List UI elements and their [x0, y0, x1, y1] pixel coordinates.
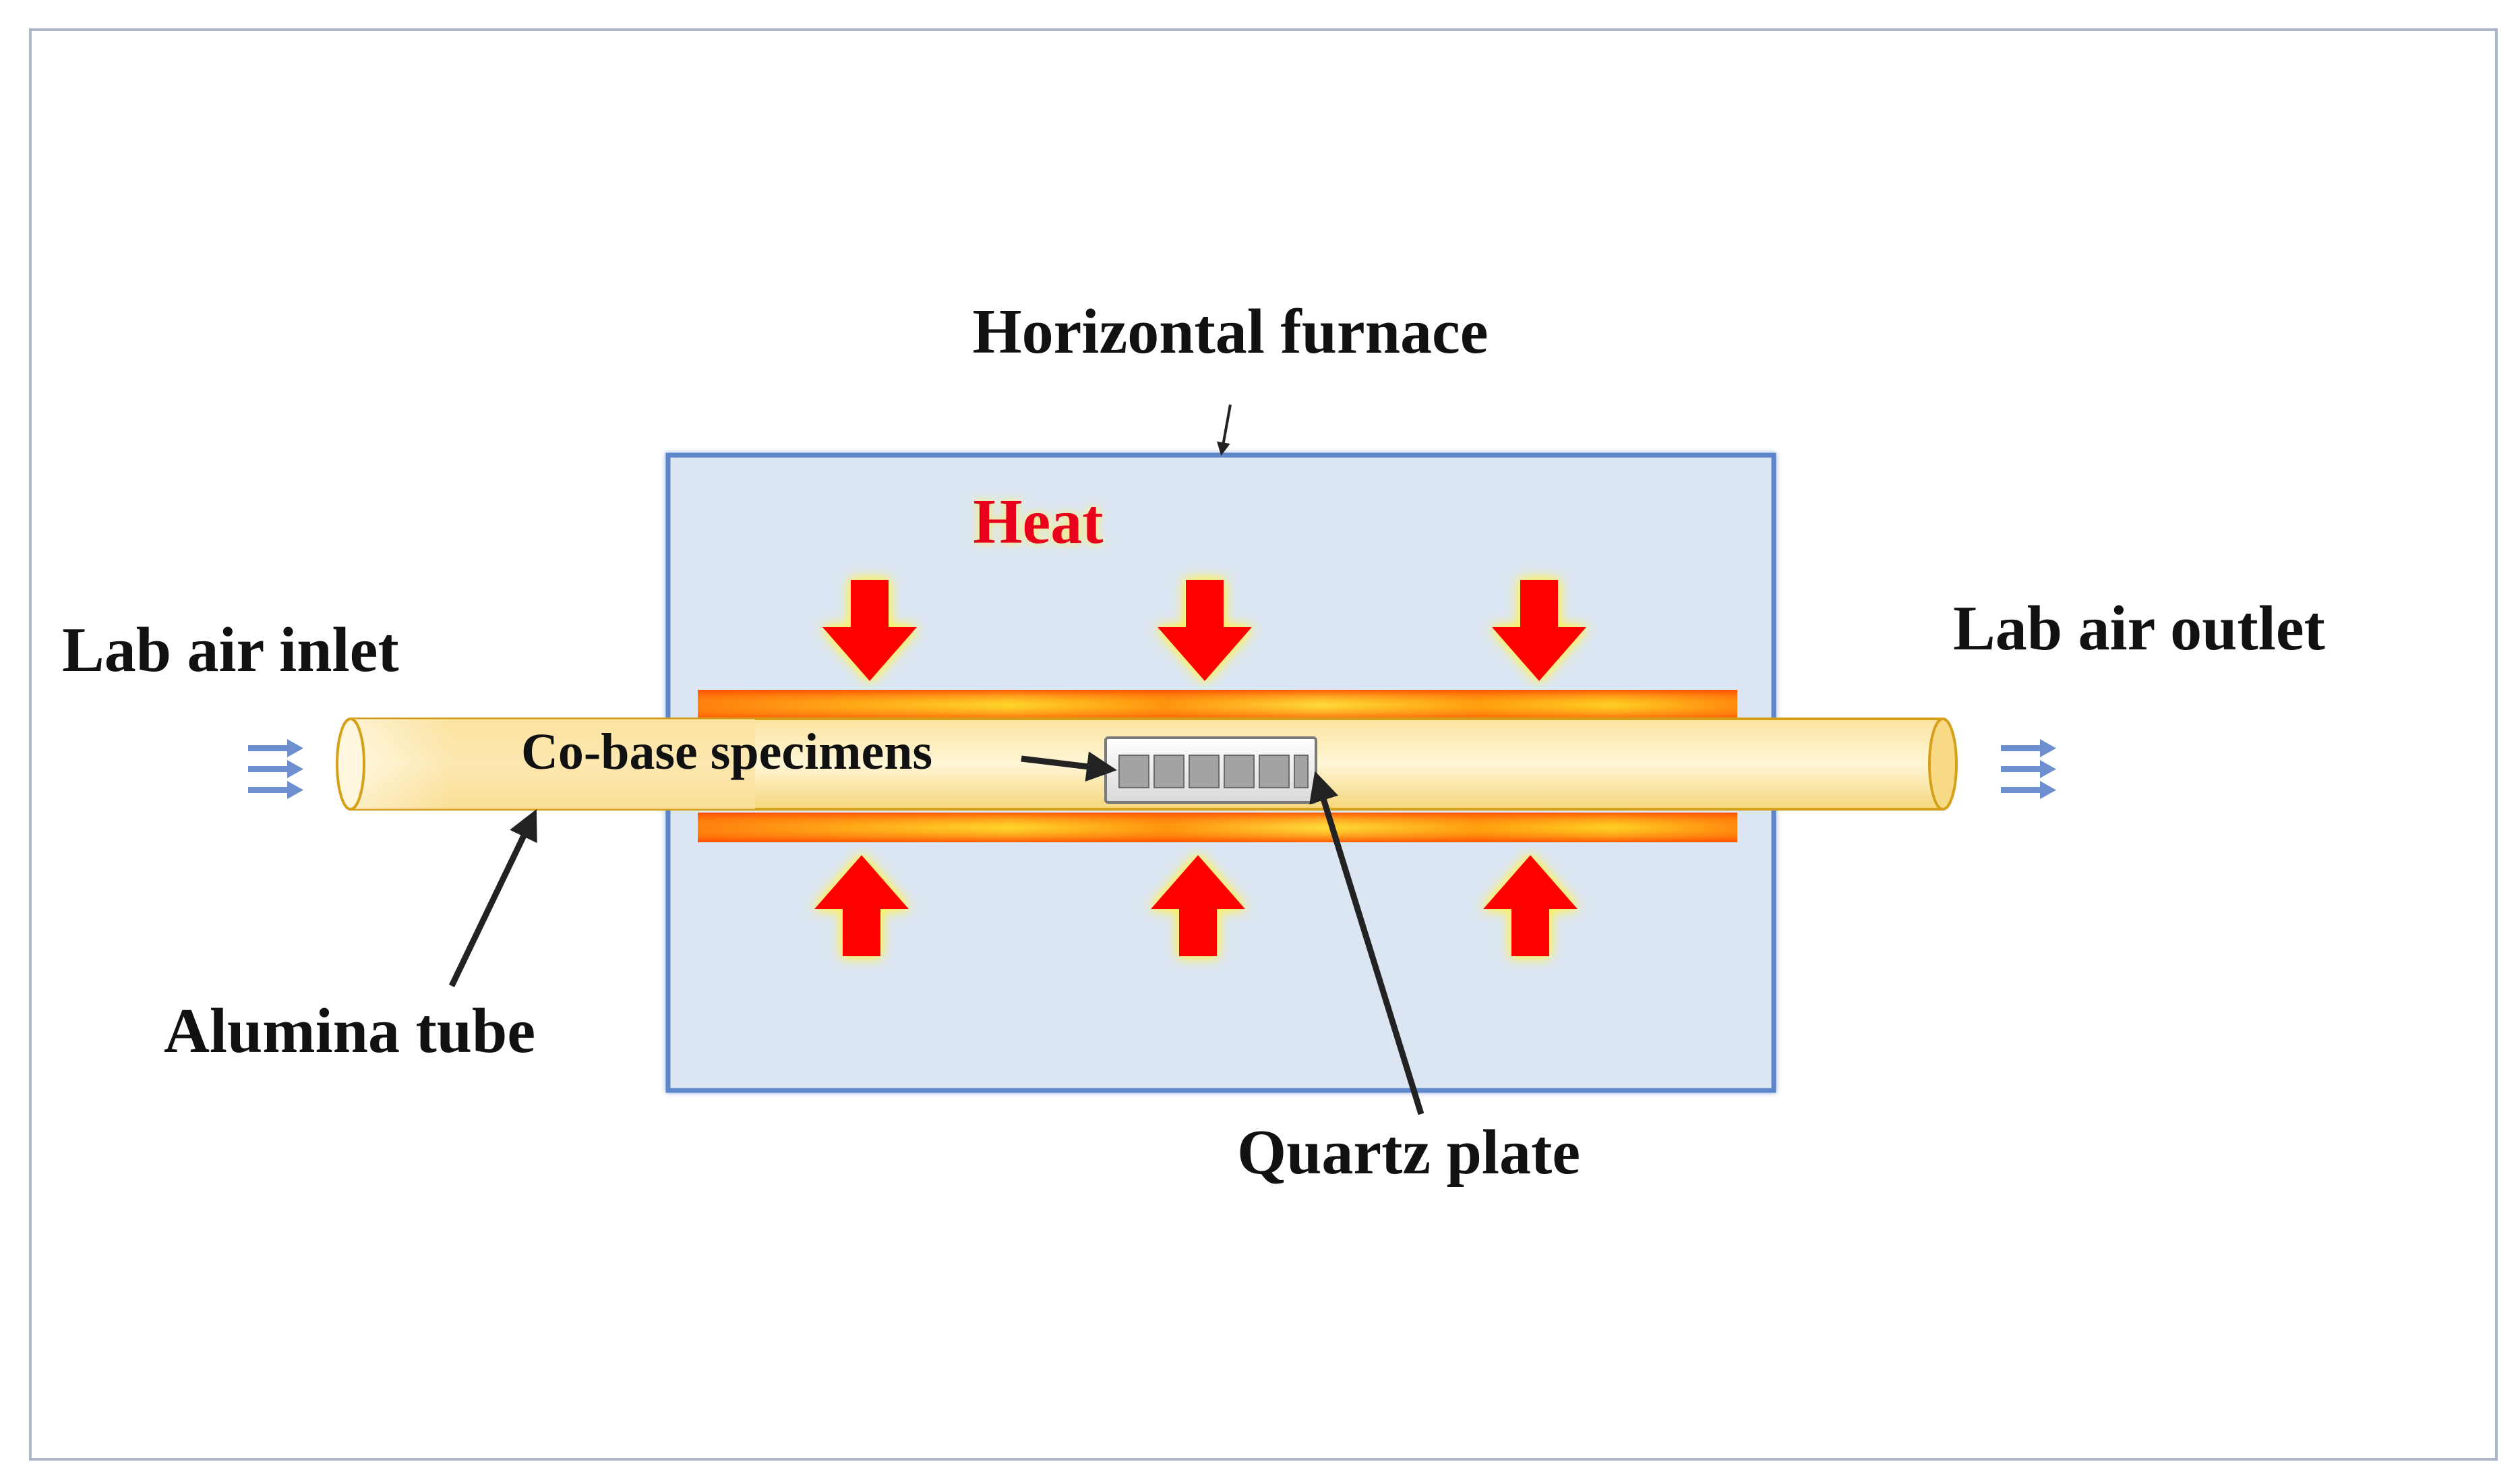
triple-arrow-icon [2001, 739, 2056, 799]
specimens-label: Co-base specimens [521, 724, 932, 780]
plate-leader-line [1309, 771, 1424, 1115]
triple-arrow-icon [248, 739, 303, 799]
tube-label: Alumina tube [164, 996, 535, 1066]
quartz-plate [1104, 736, 1317, 804]
heater-top [698, 690, 1737, 720]
heater-bottom [698, 813, 1737, 842]
specimens-leader-line [1021, 751, 1117, 782]
heat-label: Heat [973, 487, 1103, 557]
outlet-label: Lab air outlet [1953, 593, 2325, 664]
plate-label: Quartz plate [1237, 1117, 1580, 1188]
furnace-label: Horizontal furnace [973, 297, 1489, 367]
tube-leader-line [448, 809, 537, 987]
inlet-label: Lab air inlet [62, 615, 399, 685]
furnace-leader-line [1217, 404, 1232, 456]
co-base-specimens [1118, 755, 1309, 788]
